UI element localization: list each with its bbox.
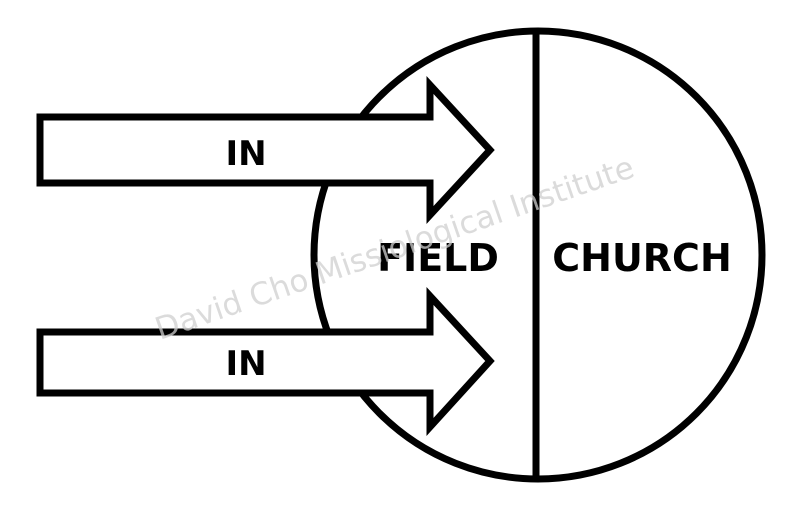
field-label: FIELD (377, 236, 499, 280)
arrow-top-in (36, 76, 495, 224)
arrow-bottom-label: IN (225, 344, 266, 384)
arrow-bottom-in (36, 287, 495, 437)
arrow-top-label: IN (225, 134, 266, 174)
church-label: CHURCH (552, 236, 732, 280)
